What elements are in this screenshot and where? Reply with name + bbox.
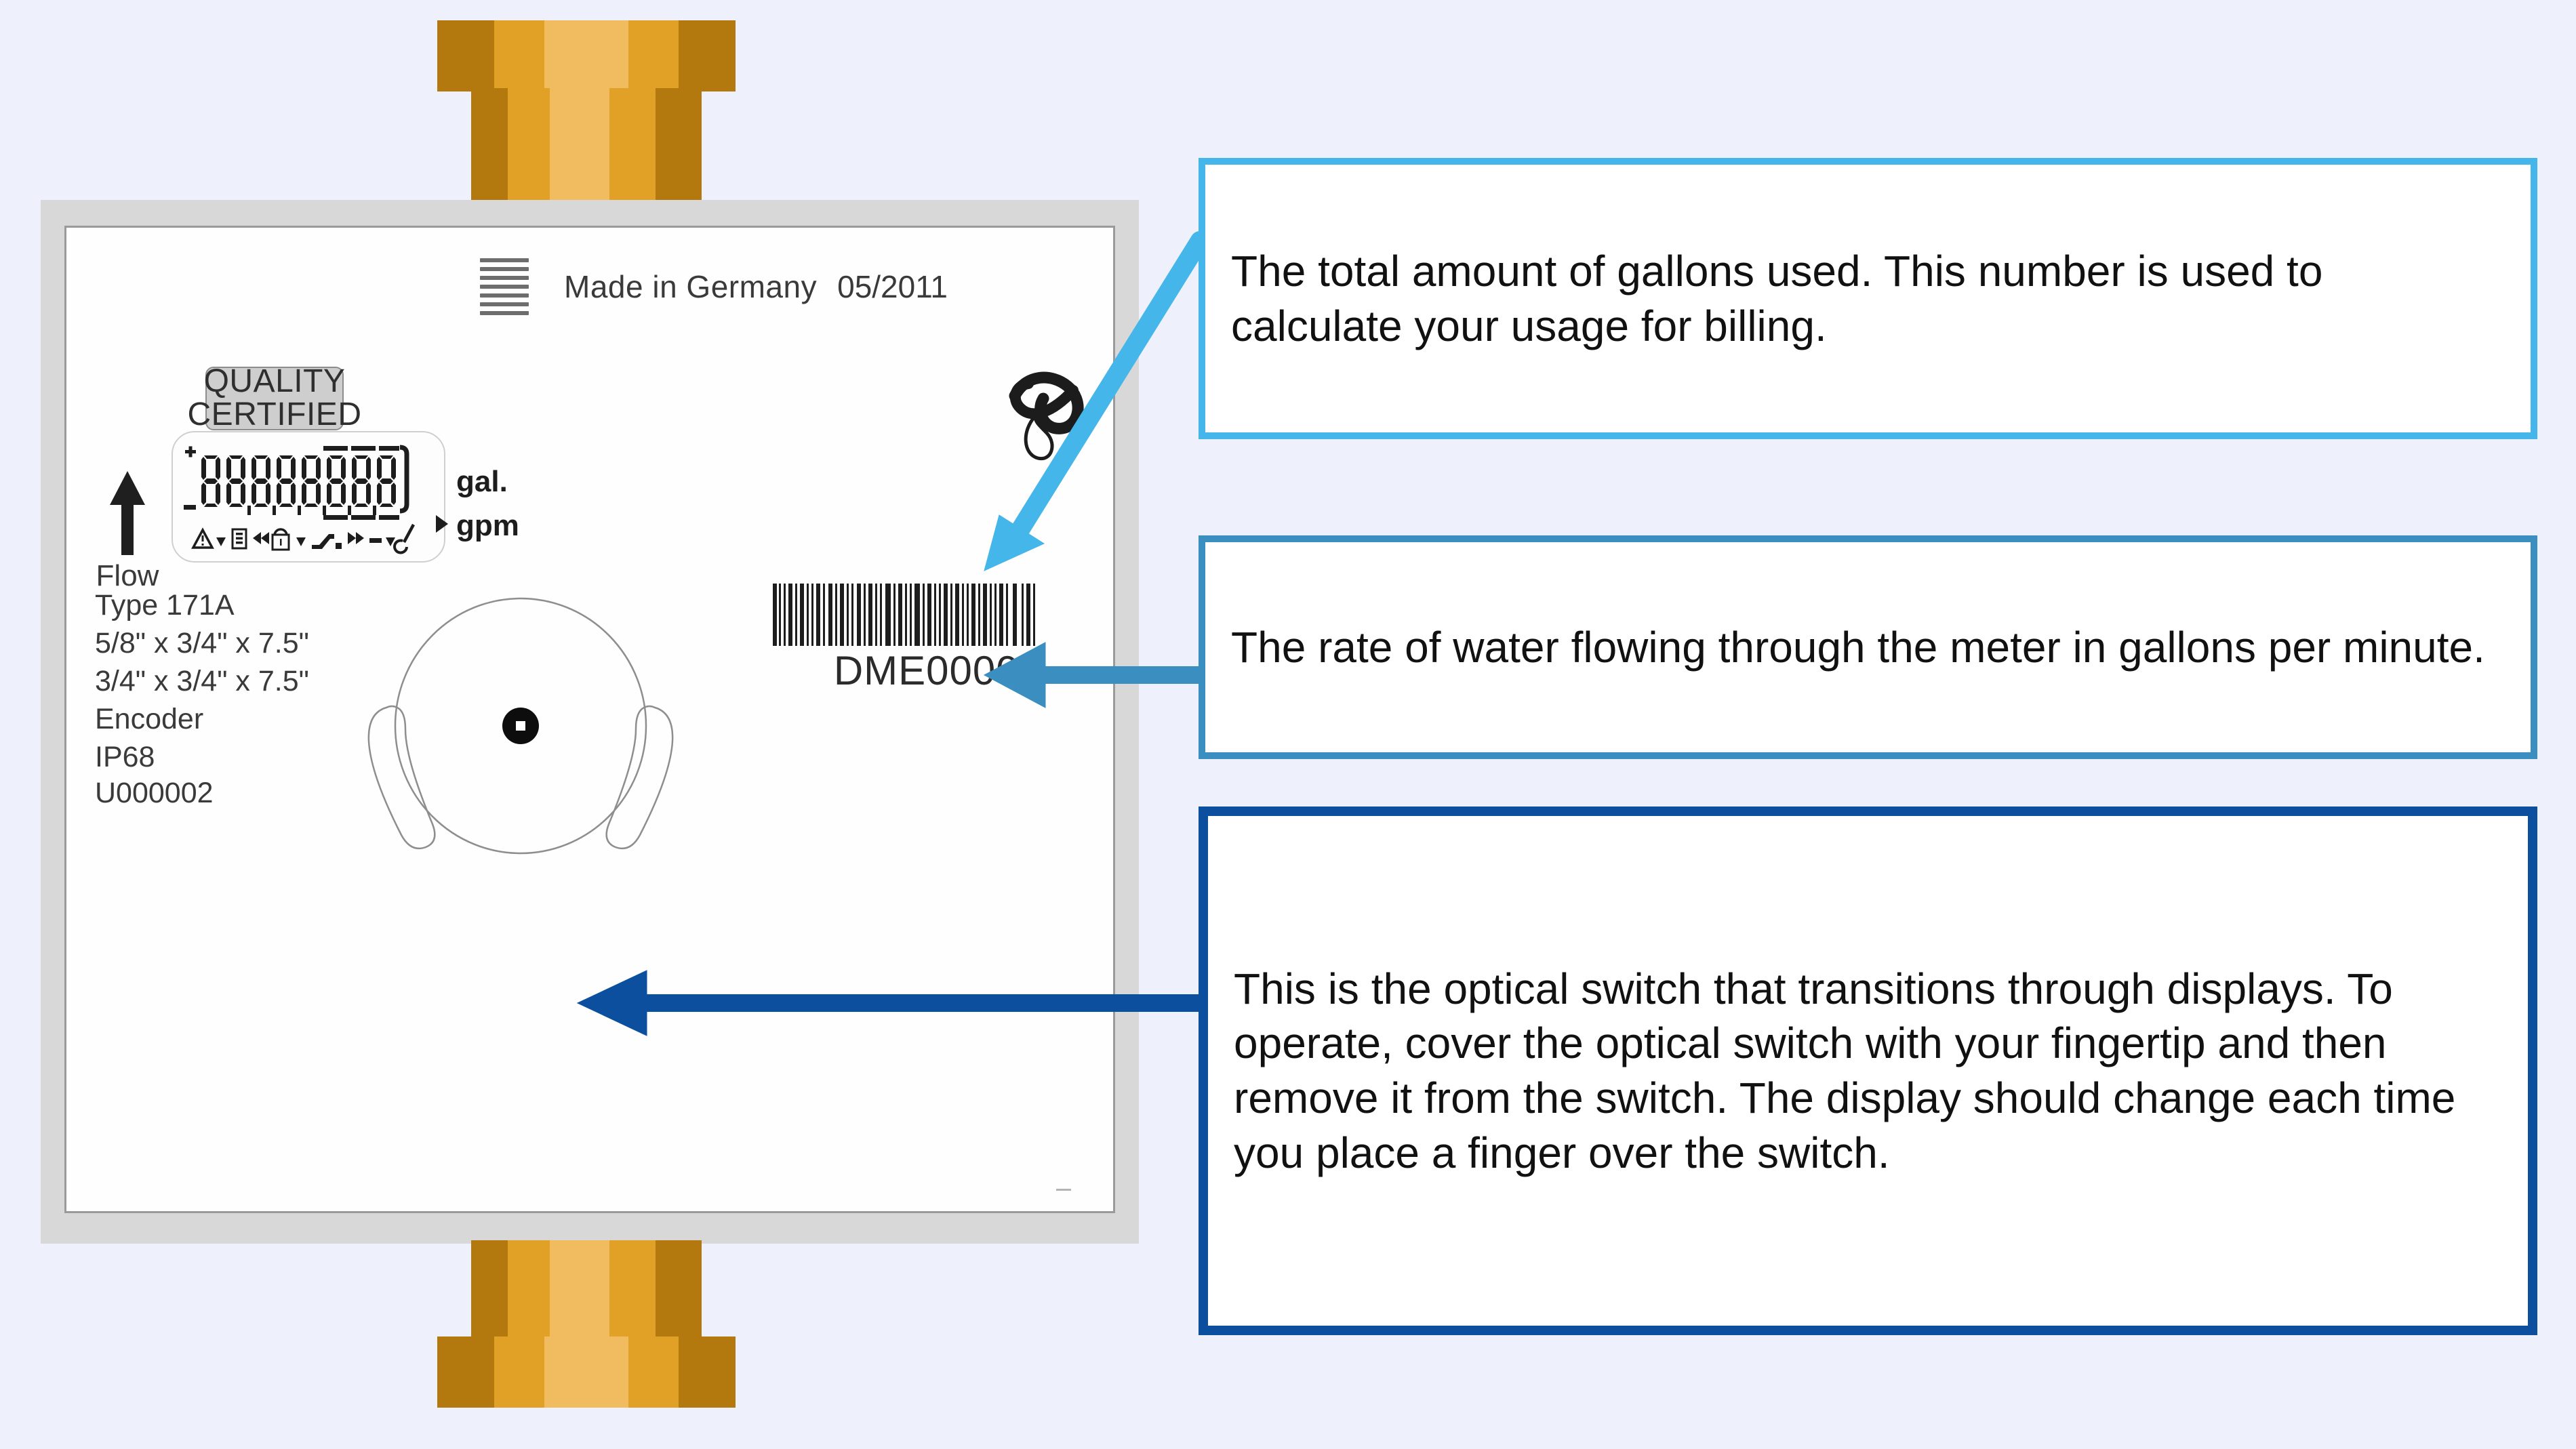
barcode-icon [773, 584, 1035, 646]
callout-optical-switch: This is the optical switch that transiti… [1199, 807, 2537, 1335]
spec-register: Encoder [95, 702, 204, 735]
down-caret-icon [296, 537, 306, 546]
unit-gallons-label: gal. [456, 465, 508, 498]
meter-spec-block: Type 171A 5/8" x 3/4" x 7.5" 3/4" x 3/4"… [95, 587, 309, 776]
down-caret-icon [216, 537, 226, 546]
callout-3-text: This is the optical switch that transiti… [1234, 964, 2456, 1177]
water-meter-body: Made in Germany 05/2011 QUALITY CERTIFIE… [41, 200, 1139, 1244]
made-in-label: Made in Germany [564, 269, 818, 304]
quality-certified-badge: QUALITY CERTIFIED [188, 363, 361, 431]
callout-flow-rate: The rate of water flowing through the me… [1199, 535, 2537, 759]
lock-icon [271, 528, 290, 551]
spec-size-1: 5/8" x 3/4" x 7.5" [95, 626, 309, 659]
meter-face-plate: Made in Germany 05/2011 QUALITY CERTIFIE… [64, 226, 1115, 1213]
meter-header: Made in Germany 05/2011 [480, 258, 948, 315]
wrench-icon [393, 523, 415, 554]
pipe-fitting-top-nut [437, 20, 736, 91]
lcd-minus-sign [184, 505, 196, 510]
meter-serial-bottom: U000002 [95, 777, 214, 809]
stripes-icon [480, 258, 529, 315]
corner-tick-mark [1056, 1189, 1071, 1191]
barcode-group: DME00005 [771, 584, 1043, 694]
pipe-fitting-top-body [471, 88, 702, 210]
right-caret-icon [436, 515, 448, 533]
quality-badge-line1: QUALITY [203, 363, 346, 400]
spec-ingress-rating: IP68 [95, 740, 155, 773]
manufacture-date: 05/2011 [837, 269, 948, 304]
lcd-display [172, 431, 445, 563]
callout-2-text: The rate of water flowing through the me… [1231, 622, 2485, 672]
pipe-fitting-bottom-nut [437, 1336, 736, 1408]
battery-icon [231, 528, 247, 550]
down-caret-icon [386, 537, 395, 546]
spec-type: Type 171A [95, 589, 235, 621]
flow-arrow-icon [110, 471, 145, 555]
flow-line-icon [312, 534, 342, 549]
double-right-arrow-icon [348, 532, 364, 544]
barcode-serial-number: DME00005 [833, 648, 1043, 693]
optical-switch-icon [502, 708, 539, 744]
unit-gpm-label: gpm [456, 509, 519, 542]
dial-face-icon [324, 594, 717, 885]
flow-direction-indicator: Flow [87, 468, 168, 593]
knot-logo-icon [1005, 363, 1093, 465]
flow-label: Flow [96, 559, 159, 592]
dash-icon [369, 538, 382, 543]
spec-size-2: 3/4" x 3/4" x 7.5" [95, 664, 309, 697]
lcd-indicator-row [191, 523, 415, 554]
callout-1-text: The total amount of gallons used. This n… [1231, 246, 2323, 350]
warning-triangle-icon [191, 527, 214, 549]
lcd-digit-group [201, 455, 396, 507]
double-left-arrow-icon [253, 532, 269, 544]
quality-badge-line2: CERTIFIED [187, 396, 362, 432]
callout-total-gallons: The total amount of gallons used. This n… [1199, 158, 2537, 439]
lcd-plus-sign [185, 446, 196, 457]
meter-face-inner: Made in Germany 05/2011 QUALITY CERTIFIE… [66, 228, 1113, 1211]
